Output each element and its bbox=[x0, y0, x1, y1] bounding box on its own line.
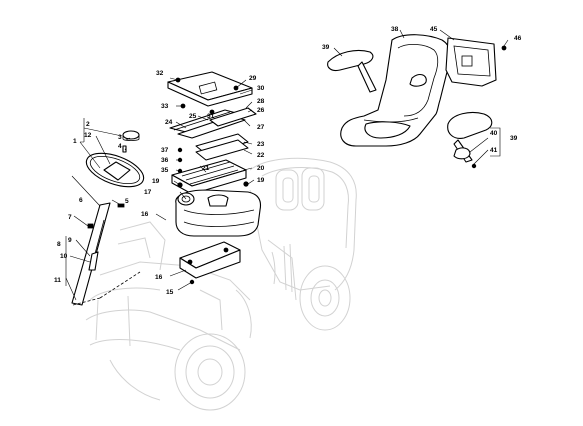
callout-25: 25 bbox=[189, 113, 197, 120]
callout-8: 8 bbox=[57, 241, 61, 248]
callout-21: 21 bbox=[202, 165, 210, 172]
callout-6: 6 bbox=[79, 197, 83, 204]
callout-39-right: 39 bbox=[510, 135, 518, 142]
callout-45: 45 bbox=[430, 26, 438, 33]
steering-assembly bbox=[71, 130, 145, 306]
callout-33: 33 bbox=[161, 103, 169, 110]
seat-assembly bbox=[327, 34, 507, 169]
callout-11: 11 bbox=[54, 277, 61, 284]
callout-23: 23 bbox=[257, 141, 265, 148]
callout-17: 17 bbox=[144, 189, 152, 196]
callout-26: 26 bbox=[257, 107, 265, 114]
callout-46: 46 bbox=[514, 35, 522, 42]
leader-lines bbox=[65, 29, 509, 301]
tractor-body-ghost bbox=[85, 157, 357, 411]
callout-35: 35 bbox=[161, 167, 169, 174]
callout-30: 30 bbox=[257, 85, 265, 92]
callout-40: 40 bbox=[490, 130, 498, 137]
callout-20: 20 bbox=[257, 165, 265, 172]
callout-38: 38 bbox=[391, 26, 399, 33]
callout-41: 41 bbox=[490, 147, 498, 154]
callout-31: 31 bbox=[207, 113, 215, 120]
callout-37: 37 bbox=[161, 147, 169, 154]
callout-39-left: 39 bbox=[322, 44, 330, 51]
callout-7: 7 bbox=[68, 214, 72, 221]
callout-10: 10 bbox=[60, 253, 68, 260]
seat-mount-stack bbox=[167, 71, 262, 285]
callout-16-upper: 16 bbox=[141, 211, 149, 218]
callout-32: 32 bbox=[156, 70, 164, 77]
callout-36: 36 bbox=[161, 157, 169, 164]
callout-29: 29 bbox=[249, 75, 257, 82]
callout-1: 1 bbox=[73, 138, 77, 145]
callout-16-lower: 16 bbox=[155, 274, 163, 281]
callout-2: 2 bbox=[86, 121, 90, 128]
callout-labels: 1 2 3 4 5 6 7 8 9 10 11 12 15 16 16 17 1… bbox=[54, 26, 522, 296]
callout-28: 28 bbox=[257, 98, 265, 105]
callout-4: 4 bbox=[118, 143, 122, 150]
callout-5: 5 bbox=[125, 198, 129, 205]
callout-3: 3 bbox=[118, 134, 122, 141]
callout-9: 9 bbox=[68, 237, 72, 244]
callout-27: 27 bbox=[257, 124, 265, 131]
callout-19-left: 19 bbox=[152, 178, 160, 185]
callout-12: 12 bbox=[84, 132, 92, 139]
callout-22: 22 bbox=[257, 152, 265, 159]
callout-24: 24 bbox=[165, 119, 173, 126]
callout-19-right: 19 bbox=[257, 177, 265, 184]
callout-15: 15 bbox=[166, 289, 174, 296]
